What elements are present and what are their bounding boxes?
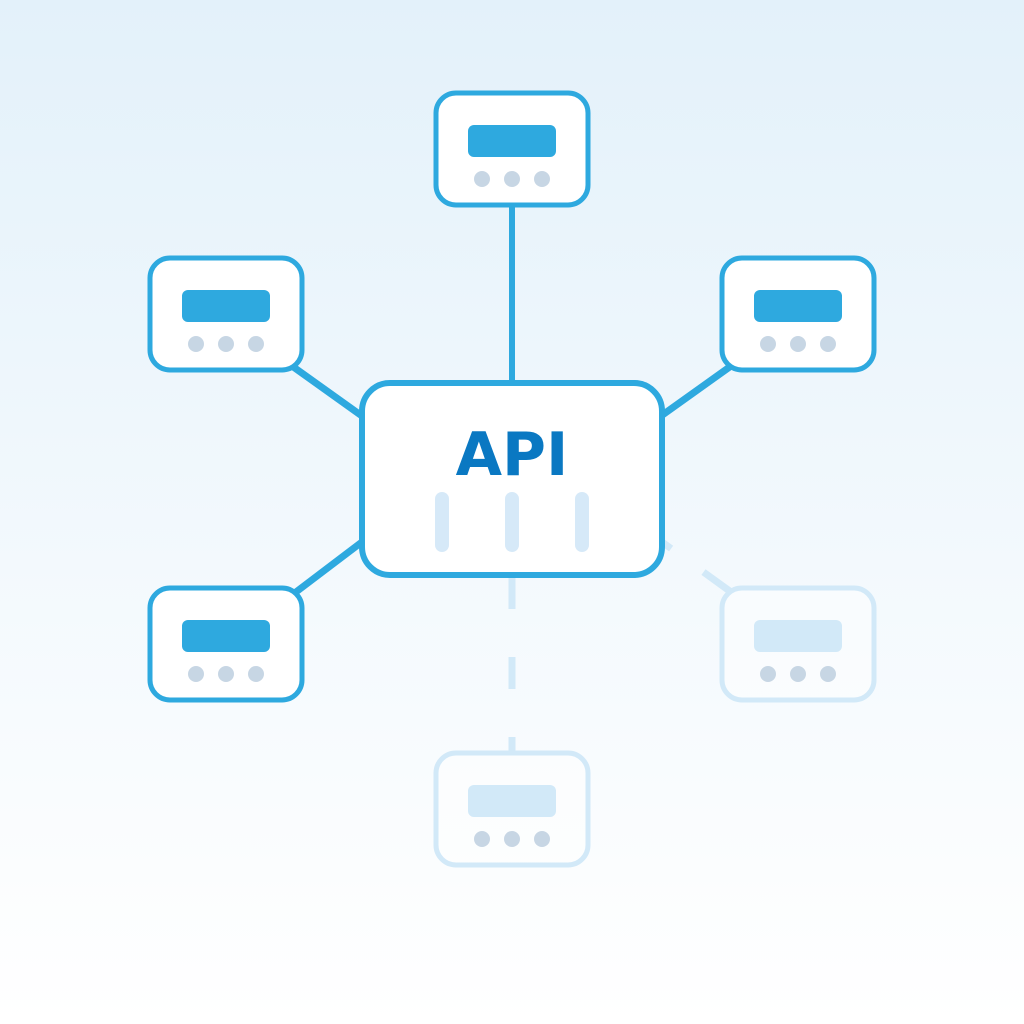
- device-node-lower-left: [147, 585, 305, 703]
- status-dot: [534, 831, 550, 847]
- device-node-upper-right: [719, 255, 877, 373]
- status-dot: [790, 336, 806, 352]
- device-icon: [182, 290, 270, 322]
- api-hub: API: [359, 380, 665, 578]
- status-dot: [820, 666, 836, 682]
- status-dot: [474, 831, 490, 847]
- device-node-upper-left: [147, 255, 305, 373]
- status-dot: [504, 171, 520, 187]
- status-dot: [760, 666, 776, 682]
- device-icon: [754, 620, 842, 652]
- device-icon: [754, 290, 842, 322]
- device-icon: [468, 785, 556, 817]
- status-dot: [248, 666, 264, 682]
- device-node-lower-right: [719, 585, 877, 703]
- status-dot: [188, 666, 204, 682]
- status-dot: [534, 171, 550, 187]
- status-dot: [504, 831, 520, 847]
- api-hub-slot: [575, 492, 589, 552]
- device-node-top: [433, 90, 591, 208]
- status-dot: [188, 336, 204, 352]
- device-icon: [182, 620, 270, 652]
- status-dot: [474, 171, 490, 187]
- api-hub-slot: [435, 492, 449, 552]
- device-icon: [468, 125, 556, 157]
- status-dot: [218, 336, 234, 352]
- device-node-bottom: [433, 750, 591, 868]
- status-dot: [820, 336, 836, 352]
- status-dot: [790, 666, 806, 682]
- api-hub-slot: [505, 492, 519, 552]
- status-dot: [218, 666, 234, 682]
- status-dot: [760, 336, 776, 352]
- api-hub-label: API: [456, 420, 569, 490]
- status-dot: [248, 336, 264, 352]
